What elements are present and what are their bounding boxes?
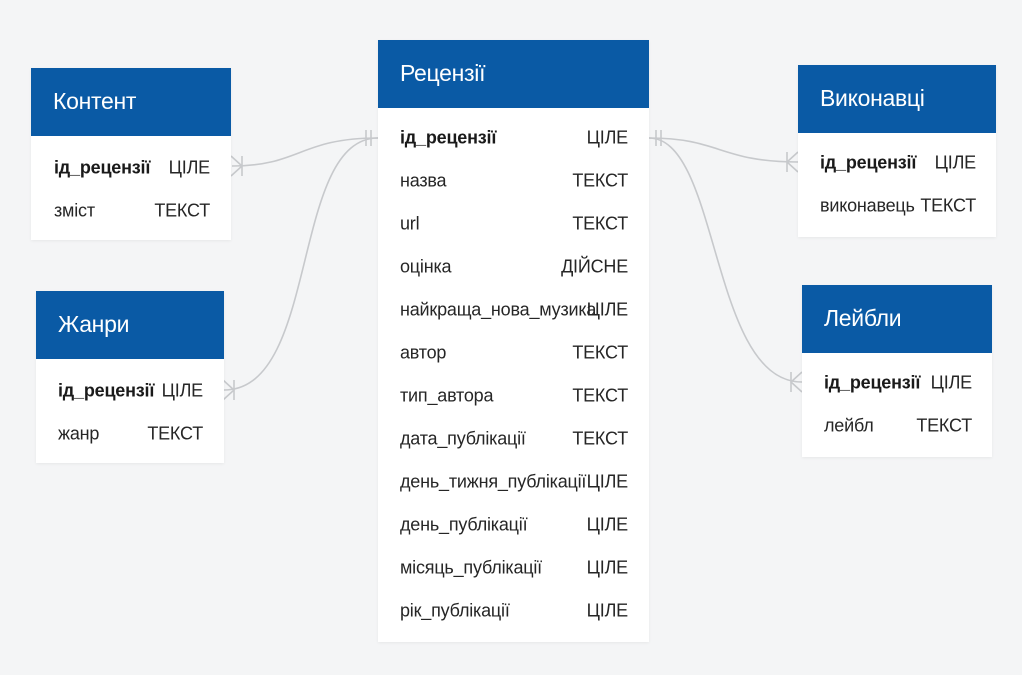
field-row: ід_рецензії ЦІЛЕ [802, 361, 992, 404]
entity-title: Рецензії [378, 40, 649, 108]
field-row: оцінка ДІЙСНЕ [378, 245, 649, 288]
field-row: url ТЕКСТ [378, 202, 649, 245]
field-name: тип_автора [400, 385, 494, 405]
field-name: лейбл [824, 415, 874, 435]
entity-title: Жанри [36, 291, 224, 359]
field-name: автор [400, 342, 447, 362]
field-type: ЦІЛЕ [586, 557, 629, 577]
field-type: ЦІЛЕ [168, 157, 211, 177]
field-name: день_тижня_публікації [400, 471, 587, 491]
entity-title: Виконавці [798, 65, 996, 133]
field-type: ТЕКСТ [920, 195, 976, 215]
field-type: ЦІЛЕ [586, 299, 629, 319]
field-type: ТЕКСТ [147, 423, 203, 443]
entity-artists[interactable]: Виконавці ід_рецензії ЦІЛЕ виконавець ТЕ… [798, 65, 996, 237]
field-type: ЦІЛЕ [586, 127, 629, 147]
field-type: ТЕКСТ [572, 428, 628, 448]
field-type: ТЕКСТ [154, 200, 210, 220]
field-name: назва [400, 170, 447, 190]
field-name: ід_рецензії [58, 380, 155, 400]
field-row: лейбл ТЕКСТ [802, 404, 992, 447]
field-type: ДІЙСНЕ [561, 256, 628, 276]
entity-content[interactable]: Контент ід_рецензії ЦІЛЕ зміст ТЕКСТ [31, 68, 231, 240]
field-row: ід_рецензії ЦІЛЕ [31, 146, 231, 189]
field-name: зміст [54, 200, 95, 220]
field-row: ід_рецензії ЦІЛЕ [36, 369, 224, 412]
field-name: дата_публікації [400, 428, 526, 448]
field-type: ЦІЛЕ [161, 380, 204, 400]
field-type: ЦІЛЕ [586, 471, 629, 491]
field-type: ЦІЛЕ [934, 152, 977, 172]
crowsfoot-content [230, 155, 244, 177]
field-row: ід_рецензії ЦІЛЕ [798, 141, 996, 184]
field-type: ТЕКСТ [572, 213, 628, 233]
field-name: виконавець [820, 195, 915, 215]
field-name: ід_рецензії [54, 157, 151, 177]
field-type: ТЕКСТ [572, 170, 628, 190]
field-type: ТЕКСТ [572, 385, 628, 405]
crowsfoot-genres [222, 379, 236, 401]
field-name: день_публікації [400, 514, 528, 534]
field-row: тип_автора ТЕКСТ [378, 374, 649, 417]
field-name: найкраща_нова_музика [400, 299, 597, 319]
field-name: ід_рецензії [400, 127, 497, 147]
field-row: місяць_публікації ЦІЛЕ [378, 546, 649, 589]
link-reviews-content [231, 137, 379, 167]
field-name: оцінка [400, 256, 452, 276]
one-marker-right [655, 130, 662, 146]
field-type: ЦІЛЕ [586, 514, 629, 534]
field-row: назва ТЕКСТ [378, 159, 649, 202]
field-row: зміст ТЕКСТ [31, 189, 231, 232]
field-row: найкраща_нова_музика ЦІЛЕ [378, 288, 649, 331]
field-name: рік_публікації [400, 600, 510, 620]
entity-reviews[interactable]: Рецензії ід_рецензії ЦІЛЕ назва ТЕКСТ ur… [378, 40, 649, 642]
link-reviews-labels [648, 137, 803, 383]
field-name: жанр [58, 423, 100, 443]
link-reviews-genres [223, 137, 379, 391]
field-row: жанр ТЕКСТ [36, 412, 224, 455]
field-name: місяць_публікації [400, 557, 542, 577]
field-row: автор ТЕКСТ [378, 331, 649, 374]
field-name: url [400, 213, 420, 233]
entity-labels[interactable]: Лейбли ід_рецензії ЦІЛЕ лейбл ТЕКСТ [802, 285, 992, 457]
link-reviews-artists [648, 137, 799, 163]
field-type: ТЕКСТ [572, 342, 628, 362]
field-type: ЦІЛЕ [586, 600, 629, 620]
field-row: ід_рецензії ЦІЛЕ [378, 116, 649, 159]
field-type: ТЕКСТ [916, 415, 972, 435]
field-type: ЦІЛЕ [930, 372, 973, 392]
field-row: день_публікації ЦІЛЕ [378, 503, 649, 546]
entity-genres[interactable]: Жанри ід_рецензії ЦІЛЕ жанр ТЕКСТ [36, 291, 224, 463]
entity-title: Контент [31, 68, 231, 136]
field-row: виконавець ТЕКСТ [798, 184, 996, 227]
field-row: рік_публікації ЦІЛЕ [378, 589, 649, 632]
field-name: ід_рецензії [824, 372, 921, 392]
crowsfoot-artists [785, 151, 799, 173]
one-marker-left [365, 130, 372, 146]
crowsfoot-labels [789, 371, 803, 393]
field-name: ід_рецензії [820, 152, 917, 172]
field-row: день_тижня_публікації ЦІЛЕ [378, 460, 649, 503]
entity-title: Лейбли [802, 285, 992, 353]
field-row: дата_публікації ТЕКСТ [378, 417, 649, 460]
